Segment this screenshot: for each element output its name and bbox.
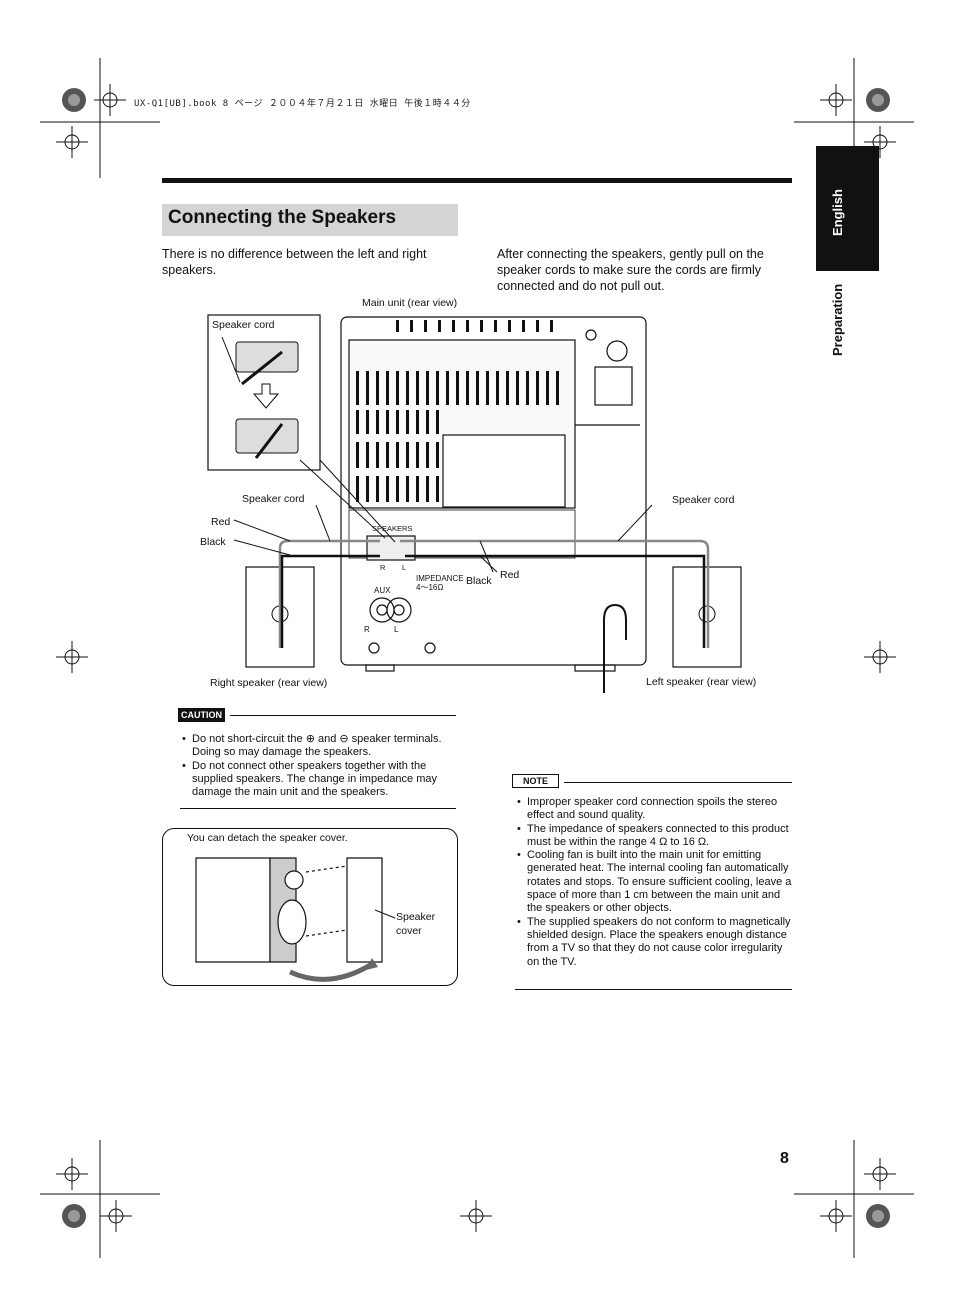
caution-item: Do not connect other speakers together w… bbox=[180, 760, 450, 800]
starburst-target-icon bbox=[62, 88, 890, 1228]
crosshair-target-icon bbox=[56, 84, 896, 1232]
black-wire-left-label: Black bbox=[200, 536, 226, 548]
aux-l-label: L bbox=[394, 625, 399, 634]
curved-arrow-icon bbox=[288, 961, 374, 982]
right-speaker-cord-black bbox=[280, 554, 380, 648]
left-speaker-cord-red bbox=[400, 539, 710, 648]
caution-rule bbox=[230, 715, 456, 716]
top-rule bbox=[162, 178, 792, 183]
caution-bottom-rule bbox=[180, 808, 456, 809]
note-bottom-rule bbox=[515, 989, 792, 990]
intro-left-text: There is no difference between the left … bbox=[162, 247, 427, 277]
note-item: Improper speaker cord connection spoils … bbox=[515, 796, 797, 823]
aux-label: AUX bbox=[374, 586, 391, 595]
terminal-label: SPEAKERS bbox=[372, 524, 413, 533]
print-header: UX-Q1[UB].book 8 ページ ２００４年７月２１日 水曜日 午後１時… bbox=[134, 99, 471, 109]
right-speaker-label: Right speaker (rear view) bbox=[210, 677, 328, 689]
speaker-cover-box bbox=[162, 828, 458, 986]
speaker-cord-left-label: Speaker cord bbox=[242, 493, 305, 505]
caution-list: Do not short-circuit the ⊕ and ⊖ speaker… bbox=[180, 733, 450, 799]
terminal-r-label: R bbox=[380, 563, 386, 572]
left-speaker-cord-black bbox=[405, 554, 706, 648]
inset-speaker-cord-label: Speaker cord bbox=[212, 319, 275, 331]
vent-slots bbox=[356, 320, 559, 502]
terminal-l-label: L bbox=[402, 563, 407, 572]
right-speaker-cord-red bbox=[278, 539, 380, 648]
note-label: NOTE bbox=[512, 774, 560, 788]
intro-right-text: After connecting the speakers, gently pu… bbox=[497, 247, 764, 293]
impedance-label: IMPEDANCE bbox=[416, 574, 464, 583]
black-wire-center-label: Black bbox=[466, 575, 492, 587]
cover-label-line1: Speaker bbox=[396, 911, 436, 923]
aux-r-label: R bbox=[364, 625, 370, 634]
terminal-clip-illustration bbox=[235, 341, 299, 454]
note-rule bbox=[564, 782, 792, 783]
red-wire-left-label: Red bbox=[211, 516, 231, 528]
note-item: The impedance of speakers connected to t… bbox=[515, 823, 797, 850]
down-arrow-icon bbox=[252, 383, 280, 409]
speaker-cord-right-label: Speaker cord bbox=[672, 494, 735, 506]
cover-caption: You can detach the speaker cover. bbox=[187, 832, 348, 844]
red-wire-center-label: Red bbox=[500, 569, 520, 581]
main-unit-label: Main unit (rear view) bbox=[362, 297, 458, 309]
note-item: Cooling fan is built into the main unit … bbox=[515, 849, 797, 915]
note-list: Improper speaker cord connection spoils … bbox=[515, 796, 797, 969]
caution-item: Do not short-circuit the ⊕ and ⊖ speaker… bbox=[180, 733, 450, 760]
section-title-box: Connecting the Speakers bbox=[162, 204, 458, 236]
speaker-cover-illustration bbox=[195, 857, 396, 963]
cover-label-line2: cover bbox=[396, 925, 422, 937]
section-title: Connecting the Speakers bbox=[168, 207, 397, 228]
caution-label: CAUTION bbox=[178, 708, 225, 722]
side-tab bbox=[816, 146, 879, 271]
page-number: 8 bbox=[780, 1150, 789, 1167]
note-item: The supplied speakers do not conform to … bbox=[515, 916, 797, 969]
left-speaker-label: Left speaker (rear view) bbox=[646, 676, 757, 688]
power-cord bbox=[603, 603, 627, 693]
impedance-value: 4～16Ω bbox=[416, 583, 444, 592]
